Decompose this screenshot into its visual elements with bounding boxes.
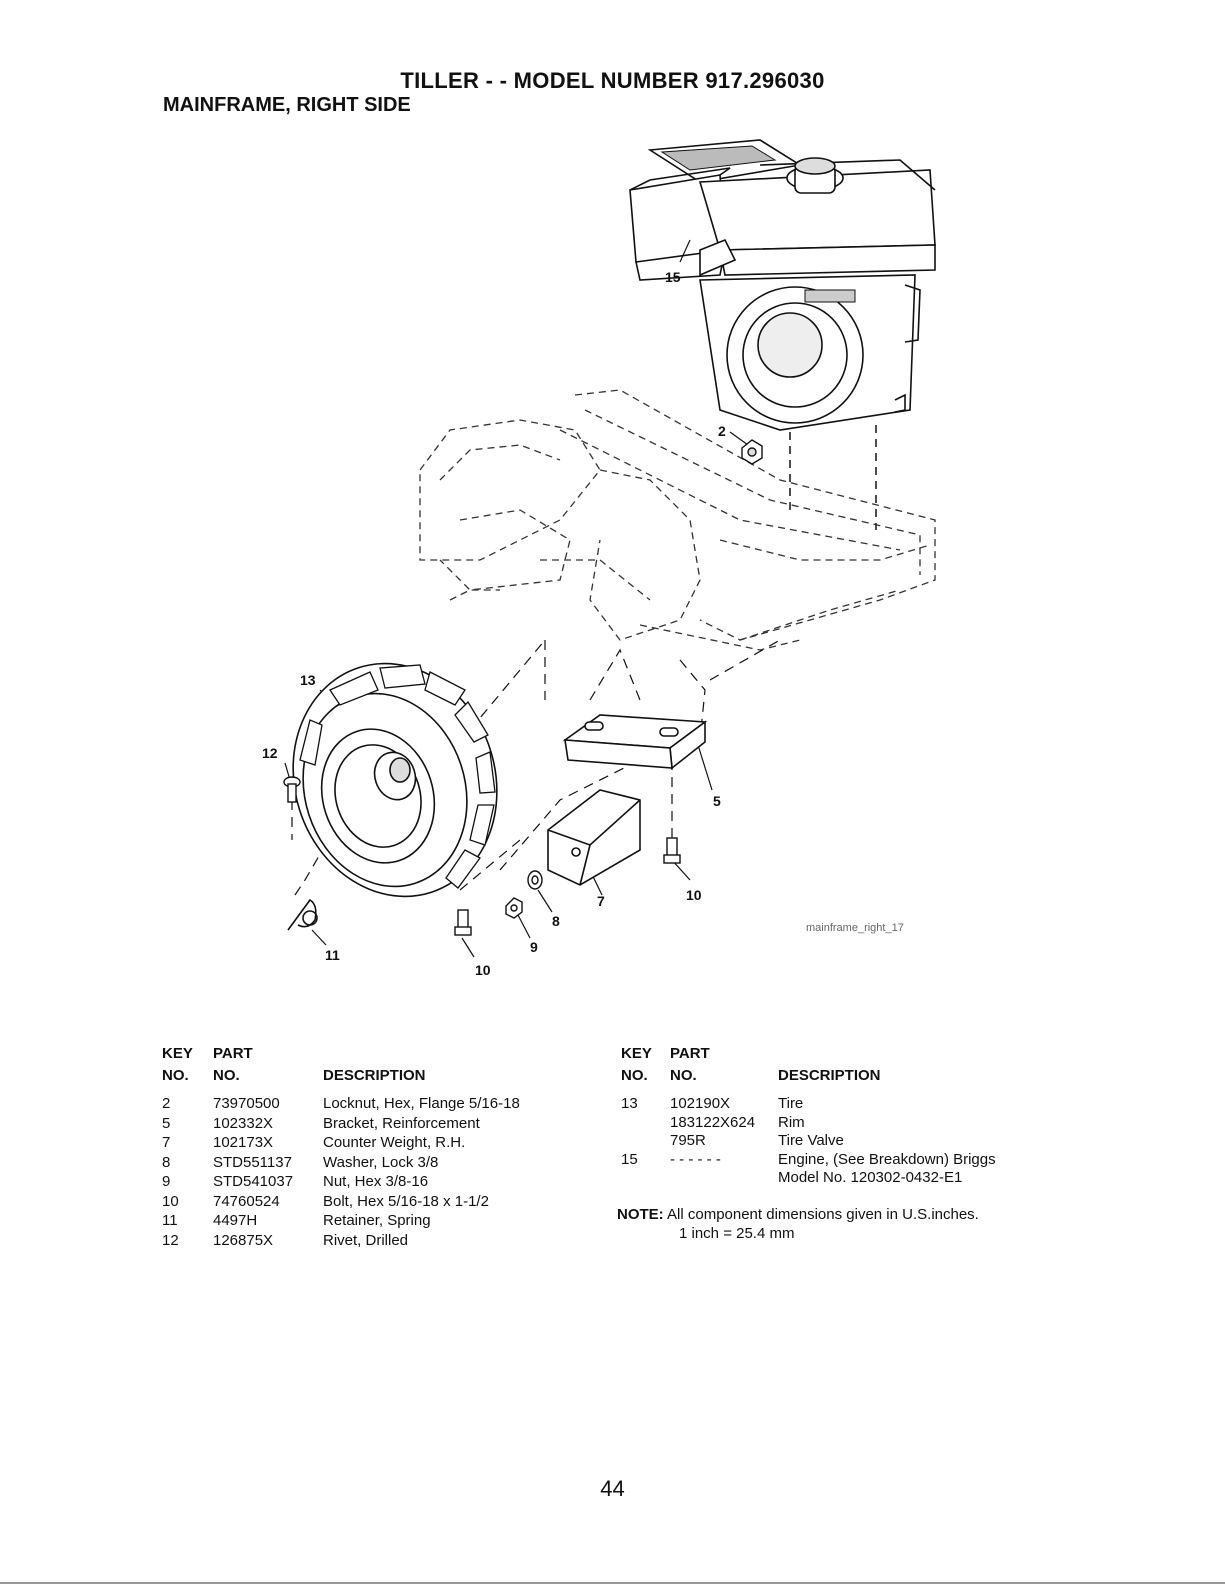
part-description: Engine, (See Breakdown) Briggs (778, 1150, 996, 1168)
part-description: Bracket, Reinforcement (323, 1114, 480, 1132)
parts-list-left: KEY PART NO. NO. DESCRIPTION 2 73970500 Lo… (162, 1045, 602, 1255)
callout-9: 9 (530, 939, 538, 955)
engine-illustration (629, 139, 936, 431)
part-description: Locknut, Hex, Flange 5/16-18 (323, 1095, 520, 1112)
key-no: 2 (162, 1095, 171, 1112)
part-no: 183122X624 (670, 1113, 756, 1131)
key-no: 7 (162, 1134, 171, 1151)
bottom-rule (0, 1582, 1225, 1584)
callout-8: 8 (552, 913, 560, 929)
key-no: 10 (162, 1192, 179, 1210)
callout-10-right: 10 (686, 887, 702, 903)
part-no: STD541037 (213, 1173, 294, 1190)
part-no: 795R (670, 1132, 706, 1149)
header-no: NO. (162, 1067, 189, 1084)
tire-and-rim-illustration (292, 662, 498, 898)
callout-10-left: 10 (475, 962, 491, 978)
part-no: 4497H (213, 1212, 258, 1229)
key-no: 13 (621, 1095, 638, 1112)
page-number: 44 (600, 1476, 625, 1501)
part-description: Tire Valve (778, 1132, 844, 1149)
key-no: 12 (162, 1231, 179, 1249)
part-description: Rivet, Drilled (323, 1231, 409, 1249)
counter-weight-illustration (547, 789, 641, 886)
reinforcement-bracket-illustration (562, 714, 708, 770)
washer-nut-illustration (505, 439, 763, 919)
part-no: 74760524 (213, 1192, 280, 1210)
parts-list-right: KEY PART NO. NO. DESCRIPTION 13 102190X Ti… (621, 1045, 1061, 1195)
key-no: 15 (621, 1150, 638, 1168)
spring-retainer-illustration (287, 898, 318, 931)
key-no: 11 (162, 1212, 178, 1229)
part-description: Rim (778, 1113, 805, 1131)
note-block: NOTE: All component dimensions given in … (617, 1206, 979, 1242)
callout-15: 15 (665, 269, 681, 285)
part-description: Nut, Hex 3/8-16 (323, 1173, 429, 1190)
part-description: Tire (778, 1095, 804, 1112)
part-no: STD551137 (213, 1153, 292, 1171)
callout-2: 2 (718, 423, 726, 439)
part-description: Model No. 120302-0432-E1 (778, 1169, 963, 1186)
section-subtitle: MAINFRAME, RIGHT SIDE (163, 94, 411, 116)
callout-7: 7 (597, 893, 605, 909)
part-no: - - - - - - (670, 1150, 721, 1168)
header-no: NO. (621, 1067, 648, 1084)
note-conversion: 1 inch = 25.4 mm (679, 1225, 795, 1242)
part-description: Counter Weight, R.H. (323, 1134, 466, 1151)
part-no: 126875X (213, 1231, 274, 1249)
page-title: TILLER - - MODEL NUMBER 917.296030 (400, 68, 825, 93)
header-part-no: NO. (213, 1067, 240, 1084)
part-description: Washer, Lock 3/8 (323, 1153, 439, 1171)
header-description: DESCRIPTION (323, 1067, 426, 1084)
header-part: PART (213, 1045, 253, 1062)
callout-11: 11 (325, 947, 340, 963)
note-label: NOTE: (617, 1206, 664, 1223)
key-no: 8 (162, 1153, 171, 1171)
callout-12: 12 (262, 745, 278, 761)
part-description: Retainer, Spring (323, 1212, 431, 1229)
exploded-parts-diagram: 15 2 13 12 5 10 7 8 9 11 10 mainframe_ri… (262, 139, 936, 978)
part-no: 102173X (213, 1134, 274, 1151)
mainframe-phantom-outline (419, 389, 936, 651)
hex-bolt-illustration (454, 837, 681, 936)
key-no: 5 (162, 1114, 171, 1132)
callout-5: 5 (713, 793, 721, 809)
diagram-caption: mainframe_right_17 (806, 922, 904, 934)
rivet-illustration (283, 776, 301, 803)
header-part-no: NO. (670, 1067, 697, 1084)
header-key: KEY (621, 1045, 652, 1062)
callout-13: 13 (300, 672, 316, 688)
part-no: 102332X (213, 1114, 274, 1132)
header-part: PART (670, 1045, 710, 1062)
header-key: KEY (162, 1045, 193, 1062)
part-no: 73970500 (213, 1095, 280, 1112)
key-no: 9 (162, 1173, 171, 1190)
part-no: 102190X (670, 1095, 731, 1112)
note-text: All component dimensions given in U.S.in… (667, 1206, 979, 1223)
header-description: DESCRIPTION (778, 1067, 881, 1084)
part-description: Bolt, Hex 5/16-18 x 1-1/2 (323, 1192, 489, 1210)
